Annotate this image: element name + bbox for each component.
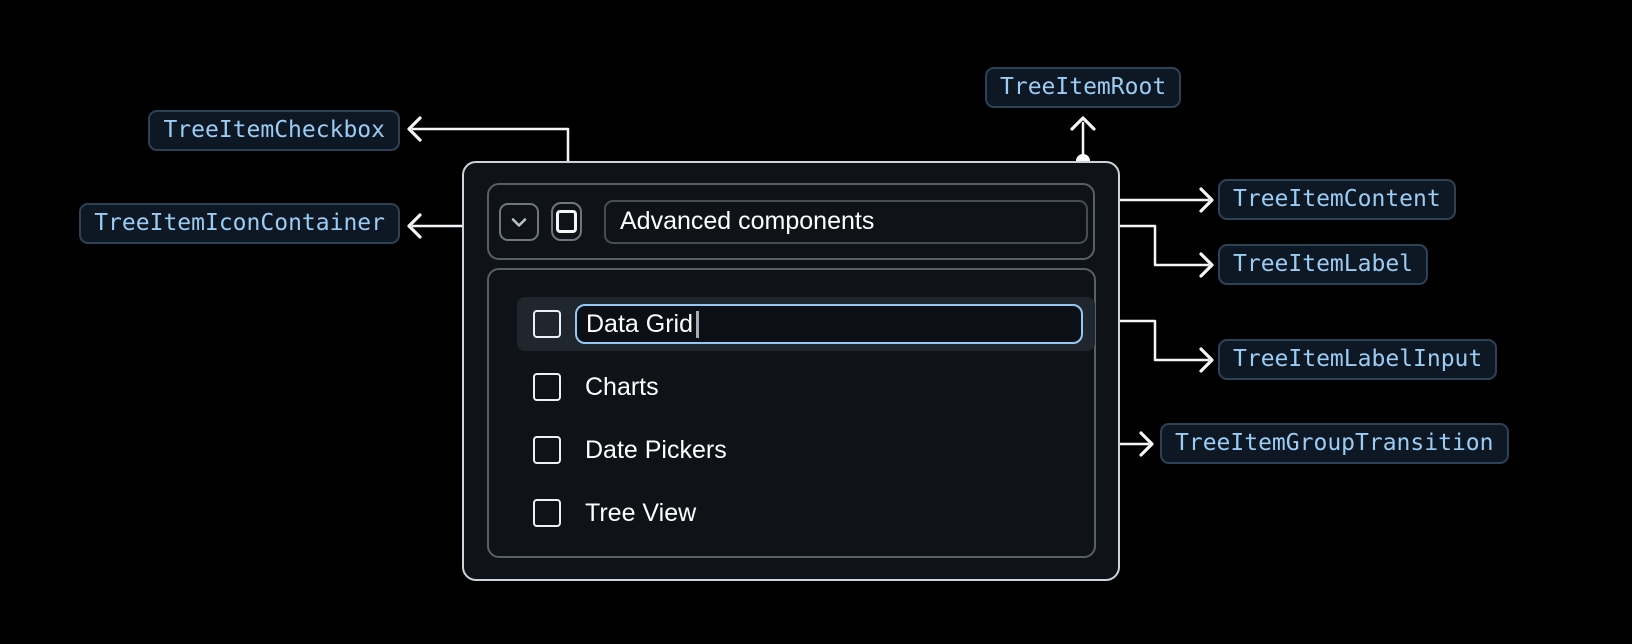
tree-row-date-pickers[interactable]: Date Pickers (517, 423, 1095, 477)
tree-item-content[interactable]: Advanced components (487, 183, 1095, 260)
arrowhead-right-group-transition (1139, 431, 1154, 457)
tree-item-group-transition: Data Grid Charts Date Pickers Tree View (487, 268, 1096, 558)
checkbox-unchecked-icon[interactable] (533, 310, 561, 338)
tree-row-tree-view[interactable]: Tree View (517, 486, 1095, 540)
label-input-value: Data Grid (586, 309, 693, 338)
checkbox-unchecked-icon (556, 210, 577, 233)
arrowhead-left-checkbox (407, 116, 422, 142)
arrowhead-left-icon-container (407, 213, 422, 239)
tree-item-label: Tree View (585, 498, 697, 527)
tree-item-label-input[interactable]: Data Grid (575, 304, 1083, 344)
tree-item-label: Date Pickers (585, 435, 727, 464)
tree-row-data-grid[interactable]: Data Grid (517, 297, 1095, 351)
chip-tree-item-label: TreeItemLabel (1218, 244, 1429, 285)
chevron-down-icon (511, 217, 527, 227)
tree-item-label: Charts (585, 372, 659, 401)
tree-item-checkbox[interactable] (551, 202, 582, 241)
chip-tree-item-icon-container: TreeItemIconContainer (79, 203, 400, 244)
checkbox-unchecked-icon[interactable] (533, 436, 561, 464)
arrowhead-right-content (1199, 187, 1214, 213)
arrowhead-right-label (1199, 252, 1214, 278)
text-caret (695, 310, 699, 338)
chip-tree-item-label-input: TreeItemLabelInput (1218, 339, 1498, 380)
arrowhead-right-label-input (1199, 347, 1214, 373)
tree-row-charts[interactable]: Charts (517, 360, 1095, 414)
tree-item-label: Advanced components (604, 199, 1088, 244)
arrowhead-up-root (1070, 116, 1096, 131)
tree-item-root: Advanced components Data Grid Charts Dat… (462, 161, 1120, 581)
chip-tree-item-root: TreeItemRoot (985, 67, 1182, 108)
chip-tree-item-group-transition: TreeItemGroupTransition (1160, 423, 1509, 464)
chip-tree-item-content: TreeItemContent (1218, 179, 1456, 220)
checkbox-unchecked-icon[interactable] (533, 373, 561, 401)
tree-item-icon-container[interactable] (499, 202, 539, 241)
chip-tree-item-checkbox: TreeItemCheckbox (148, 110, 400, 151)
checkbox-unchecked-icon[interactable] (533, 499, 561, 527)
